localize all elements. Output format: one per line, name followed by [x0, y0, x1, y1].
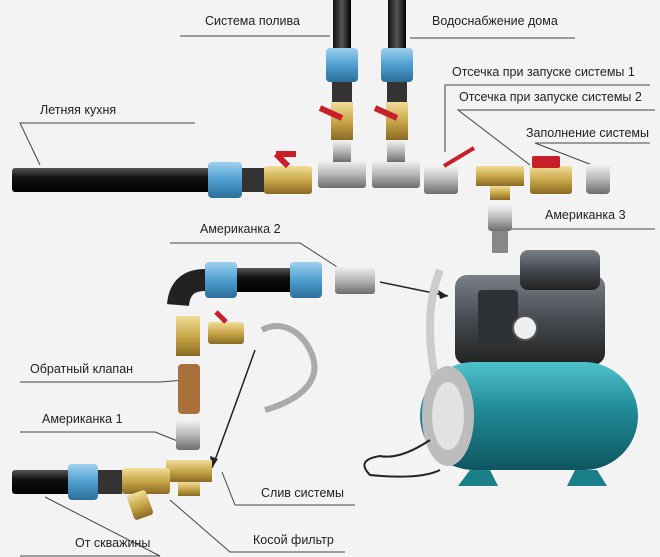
top-right-fittings — [424, 146, 610, 253]
arrow-head-icon — [438, 290, 448, 299]
label-cutoff-1: Отсечка при запуске системы 1 — [452, 65, 635, 79]
vertical-pipes — [318, 0, 420, 188]
label-y-filter: Косой фильтр — [253, 533, 334, 547]
label-filling: Заполнение системы — [526, 126, 650, 140]
well-pipe — [12, 464, 170, 520]
label-union-3: Американка 3 — [545, 208, 626, 222]
drain-hose — [260, 323, 318, 413]
label-cutoff-2: Отсечка при запуске системы 2 — [459, 90, 642, 104]
label-union-1: Американка 1 — [42, 412, 123, 426]
label-check-valve: Обратный клапан — [30, 362, 134, 376]
pump-station — [363, 250, 638, 486]
label-summer-kitchen: Летняя кухня — [40, 103, 117, 117]
label-union-2: Американка 2 — [200, 222, 281, 236]
label-drain: Слив системы — [261, 486, 345, 500]
label-irrigation: Система полива — [205, 14, 300, 28]
summer-kitchen-pipe — [12, 151, 312, 198]
pump-inlet-line — [166, 262, 375, 496]
label-house-supply: Водоснабжение дома — [432, 14, 558, 28]
label-from-well: От скважины — [75, 536, 151, 550]
